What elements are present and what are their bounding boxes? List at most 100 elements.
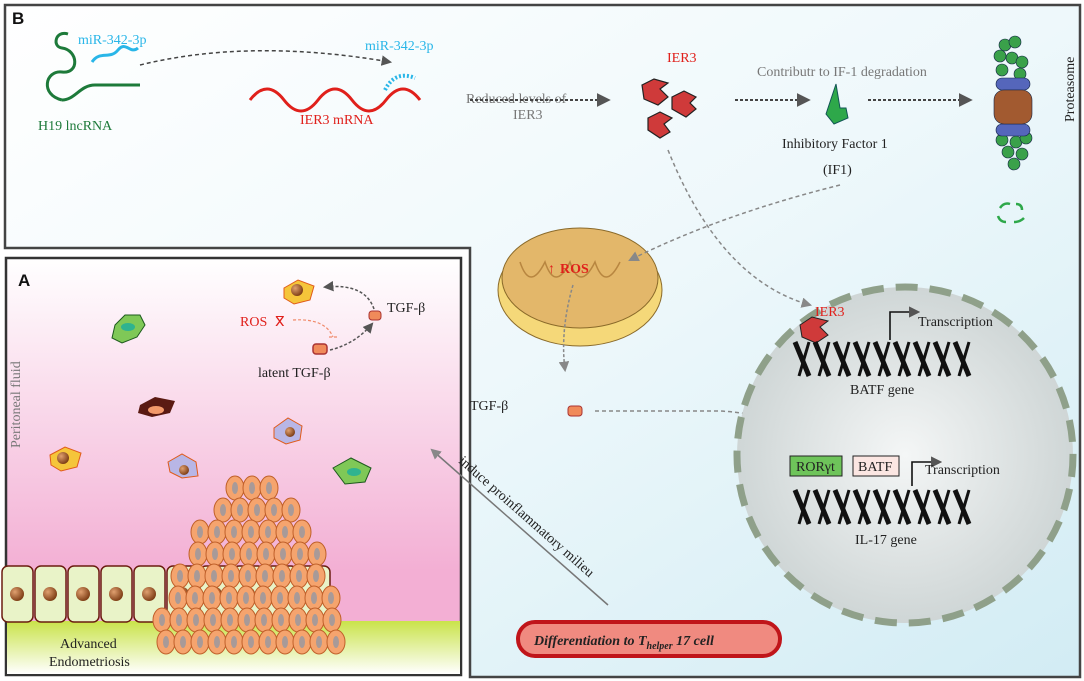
endo-label-line1: Advanced <box>60 637 117 652</box>
epithelial-nucleus <box>10 587 24 601</box>
tgfb-to-cell-arrow <box>322 280 375 310</box>
dna-strand <box>817 489 831 525</box>
epithelial-nucleus <box>43 587 57 601</box>
dna-strand <box>877 489 891 525</box>
lesion-cell-nucleus <box>176 614 182 626</box>
differentiation-box <box>516 620 782 658</box>
batf-dna-icon <box>792 341 972 377</box>
lesion-cell-nucleus <box>249 482 255 494</box>
lesion-cell-nucleus <box>246 548 252 560</box>
if1-icon <box>825 83 849 125</box>
lesion-cell-nucleus <box>266 482 272 494</box>
lesion-cell-nucleus <box>316 636 322 648</box>
lesion-cell-nucleus <box>314 548 320 560</box>
rorgt-label: RORγt <box>796 460 835 475</box>
mast-cell-icon <box>49 446 82 472</box>
lymphocyte-cell-icon <box>167 453 199 479</box>
lesion-cell-nucleus <box>297 548 303 560</box>
lesion-cell-nucleus <box>163 636 169 648</box>
ros-to-tgfb-arrow <box>558 284 574 373</box>
transcription-arrow-1 <box>889 306 921 340</box>
lesion-cell-nucleus <box>288 504 294 516</box>
lesion-cell-nucleus <box>295 614 301 626</box>
transcription-label-2: Transcription <box>925 463 1000 478</box>
macrophage-cell-icon <box>111 314 146 344</box>
dna-strand <box>832 489 852 525</box>
dna-strand <box>892 341 912 377</box>
dna-strand <box>837 489 851 525</box>
lesion-cell-nucleus <box>328 592 334 604</box>
lesion-cell-nucleus <box>197 526 203 538</box>
lesion-cell-nucleus <box>231 636 237 648</box>
lesion-cell-nucleus <box>294 592 300 604</box>
differentiation-label: Differentiation to Thelper 17 cell <box>533 634 714 652</box>
h19-label: H19 lncRNA <box>38 119 113 134</box>
lesion-cell-nucleus <box>248 636 254 648</box>
il17-gene-label: IL-17 gene <box>855 533 917 548</box>
macrophage-cell-icon-2 <box>332 457 372 485</box>
lesion-cell-nucleus <box>265 636 271 648</box>
lesion-cell-nucleus <box>248 526 254 538</box>
lesion-cell-nucleus <box>245 570 251 582</box>
lesion-cell-nucleus <box>261 614 267 626</box>
dna-strand <box>792 341 812 377</box>
latent-to-tgfb-arrow <box>329 322 374 351</box>
immune-cells <box>49 279 372 485</box>
panel-a-tgfb-label: TGF-β <box>387 301 425 316</box>
lesion-cell-nucleus <box>214 636 220 648</box>
lesion-cell-nucleus <box>280 548 286 560</box>
dna-strand <box>812 341 832 377</box>
lesion-cell-nucleus <box>333 636 339 648</box>
ros-inhibit-line <box>292 319 337 338</box>
panel-a-ros-label: ROS <box>240 315 267 330</box>
proteasome-label: Proteasome <box>1063 57 1078 122</box>
dna-strand <box>932 489 952 525</box>
dna-strand <box>872 489 892 525</box>
lesion-cell-nucleus <box>177 570 183 582</box>
lesion-cell-nucleus <box>263 548 269 560</box>
lymphocyte-cell-icon-2 <box>273 417 303 445</box>
lesion-cell-mass <box>152 475 346 655</box>
milieu-arrow <box>430 448 609 606</box>
lesion-cell-nucleus <box>244 614 250 626</box>
h19-lncrna-icon <box>45 31 140 102</box>
dna-strand <box>897 341 911 377</box>
lesion-cell-nucleus <box>212 548 218 560</box>
lesion-cell-nucleus <box>180 636 186 648</box>
lesion-cell-nucleus <box>195 548 201 560</box>
dna-strand <box>797 341 811 377</box>
lesion-cell-nucleus <box>192 592 198 604</box>
mito-ros-label: ROS <box>560 262 589 277</box>
endo-label-line2: Endometriosis <box>49 655 130 670</box>
lesion-cell-nucleus <box>229 548 235 560</box>
lesion-cell-nucleus <box>228 570 234 582</box>
lesion-cell-nucleus <box>210 614 216 626</box>
batf-box <box>852 455 900 477</box>
mast-cell-icon-2 <box>283 279 315 305</box>
lesion-cell-nucleus <box>311 592 317 604</box>
dna-strand <box>932 341 952 377</box>
dna-strand <box>832 341 852 377</box>
lesion-cell-nucleus <box>194 570 200 582</box>
lesion-cell-nucleus <box>232 482 238 494</box>
transcription-label-1: Transcription <box>918 315 993 330</box>
lesion-cell-nucleus <box>265 526 271 538</box>
mirna-label-1: miR-342-3p <box>78 33 146 48</box>
latent-tgfb-box-icon <box>312 343 328 355</box>
dna-strand <box>912 489 932 525</box>
dna-strand <box>872 341 892 377</box>
batf-label: BATF <box>858 460 892 475</box>
dna-strand <box>912 341 932 377</box>
lesion-cell-nucleus <box>227 614 233 626</box>
nucleus-ier3-label: IER3 <box>815 305 845 320</box>
lesion-cell-nucleus <box>282 636 288 648</box>
dna-strand <box>837 341 851 377</box>
epithelial-nucleus <box>109 587 123 601</box>
dna-strand <box>792 489 812 525</box>
dna-strand <box>817 341 831 377</box>
ier3-in-nucleus-icon <box>799 316 830 344</box>
panel-b-label: B <box>12 9 24 28</box>
reduced-label-line2: IER3 <box>513 108 543 123</box>
panel-a <box>1 254 465 678</box>
